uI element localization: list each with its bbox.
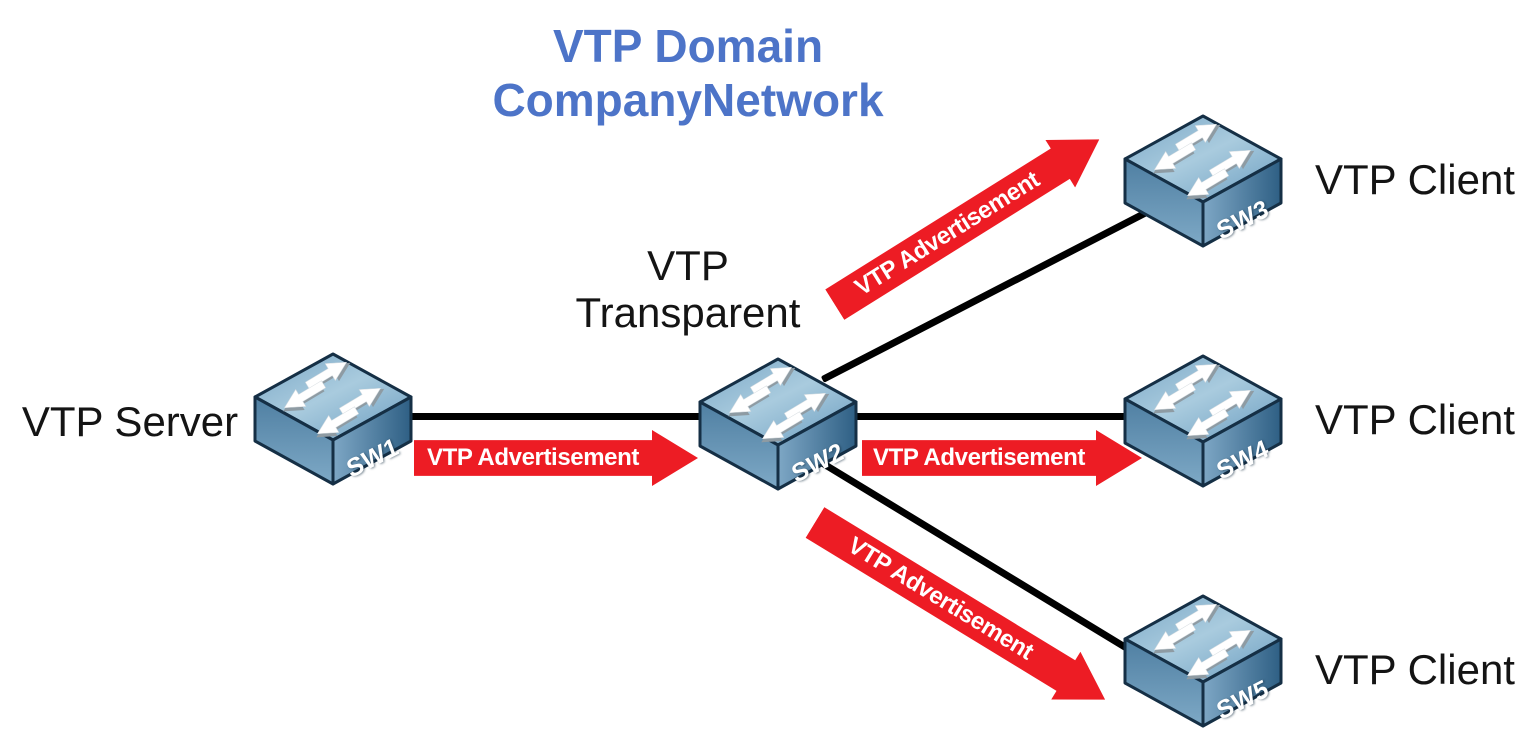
role-label-vtp-transparent: VTP Transparent bbox=[575, 242, 801, 337]
switch-icon bbox=[1121, 592, 1285, 730]
switch-node-sw4: SW4 bbox=[1121, 352, 1285, 490]
switch-node-sw1: SW1 bbox=[251, 350, 415, 488]
vtp-advertisement-arrow-sw2-sw3: VTP Advertisement bbox=[820, 116, 1114, 329]
vtp-advertisement-arrow-sw1-sw2: VTP Advertisement bbox=[414, 430, 698, 486]
vtp-advertisement-label: VTP Advertisement bbox=[850, 166, 1045, 302]
role-label-vtp-client-sw5: VTP Client bbox=[1315, 646, 1515, 693]
switch-node-sw3: SW3 bbox=[1121, 112, 1285, 250]
switch-node-sw5: SW5 bbox=[1121, 592, 1285, 730]
role-label-vtp-client-sw4: VTP Client bbox=[1315, 396, 1515, 443]
switch-icon bbox=[696, 355, 860, 493]
switch-node-sw2: SW2 bbox=[696, 355, 860, 493]
link-sw2-sw4 bbox=[846, 413, 1138, 420]
diagram-title-line1: VTP Domain bbox=[552, 20, 824, 72]
role-label-vtp-server: VTP Server bbox=[21, 398, 239, 445]
vtp-advertisement-label: VTP Advertisement bbox=[427, 444, 639, 471]
switch-icon bbox=[251, 350, 415, 488]
link-sw1-sw2 bbox=[396, 413, 708, 420]
role-label-vtp-client-sw3: VTP Client bbox=[1315, 156, 1515, 203]
switch-icon bbox=[1121, 352, 1285, 490]
vtp-advertisement-label: VTP Advertisement bbox=[873, 444, 1085, 471]
diagram-title-line2: CompanyNetwork bbox=[492, 73, 884, 126]
switch-icon bbox=[1121, 112, 1285, 250]
diagram-title: VTP Domain CompanyNetwork bbox=[428, 20, 948, 128]
vtp-advertisement-arrow-sw2-sw4: VTP Advertisement bbox=[862, 430, 1142, 486]
